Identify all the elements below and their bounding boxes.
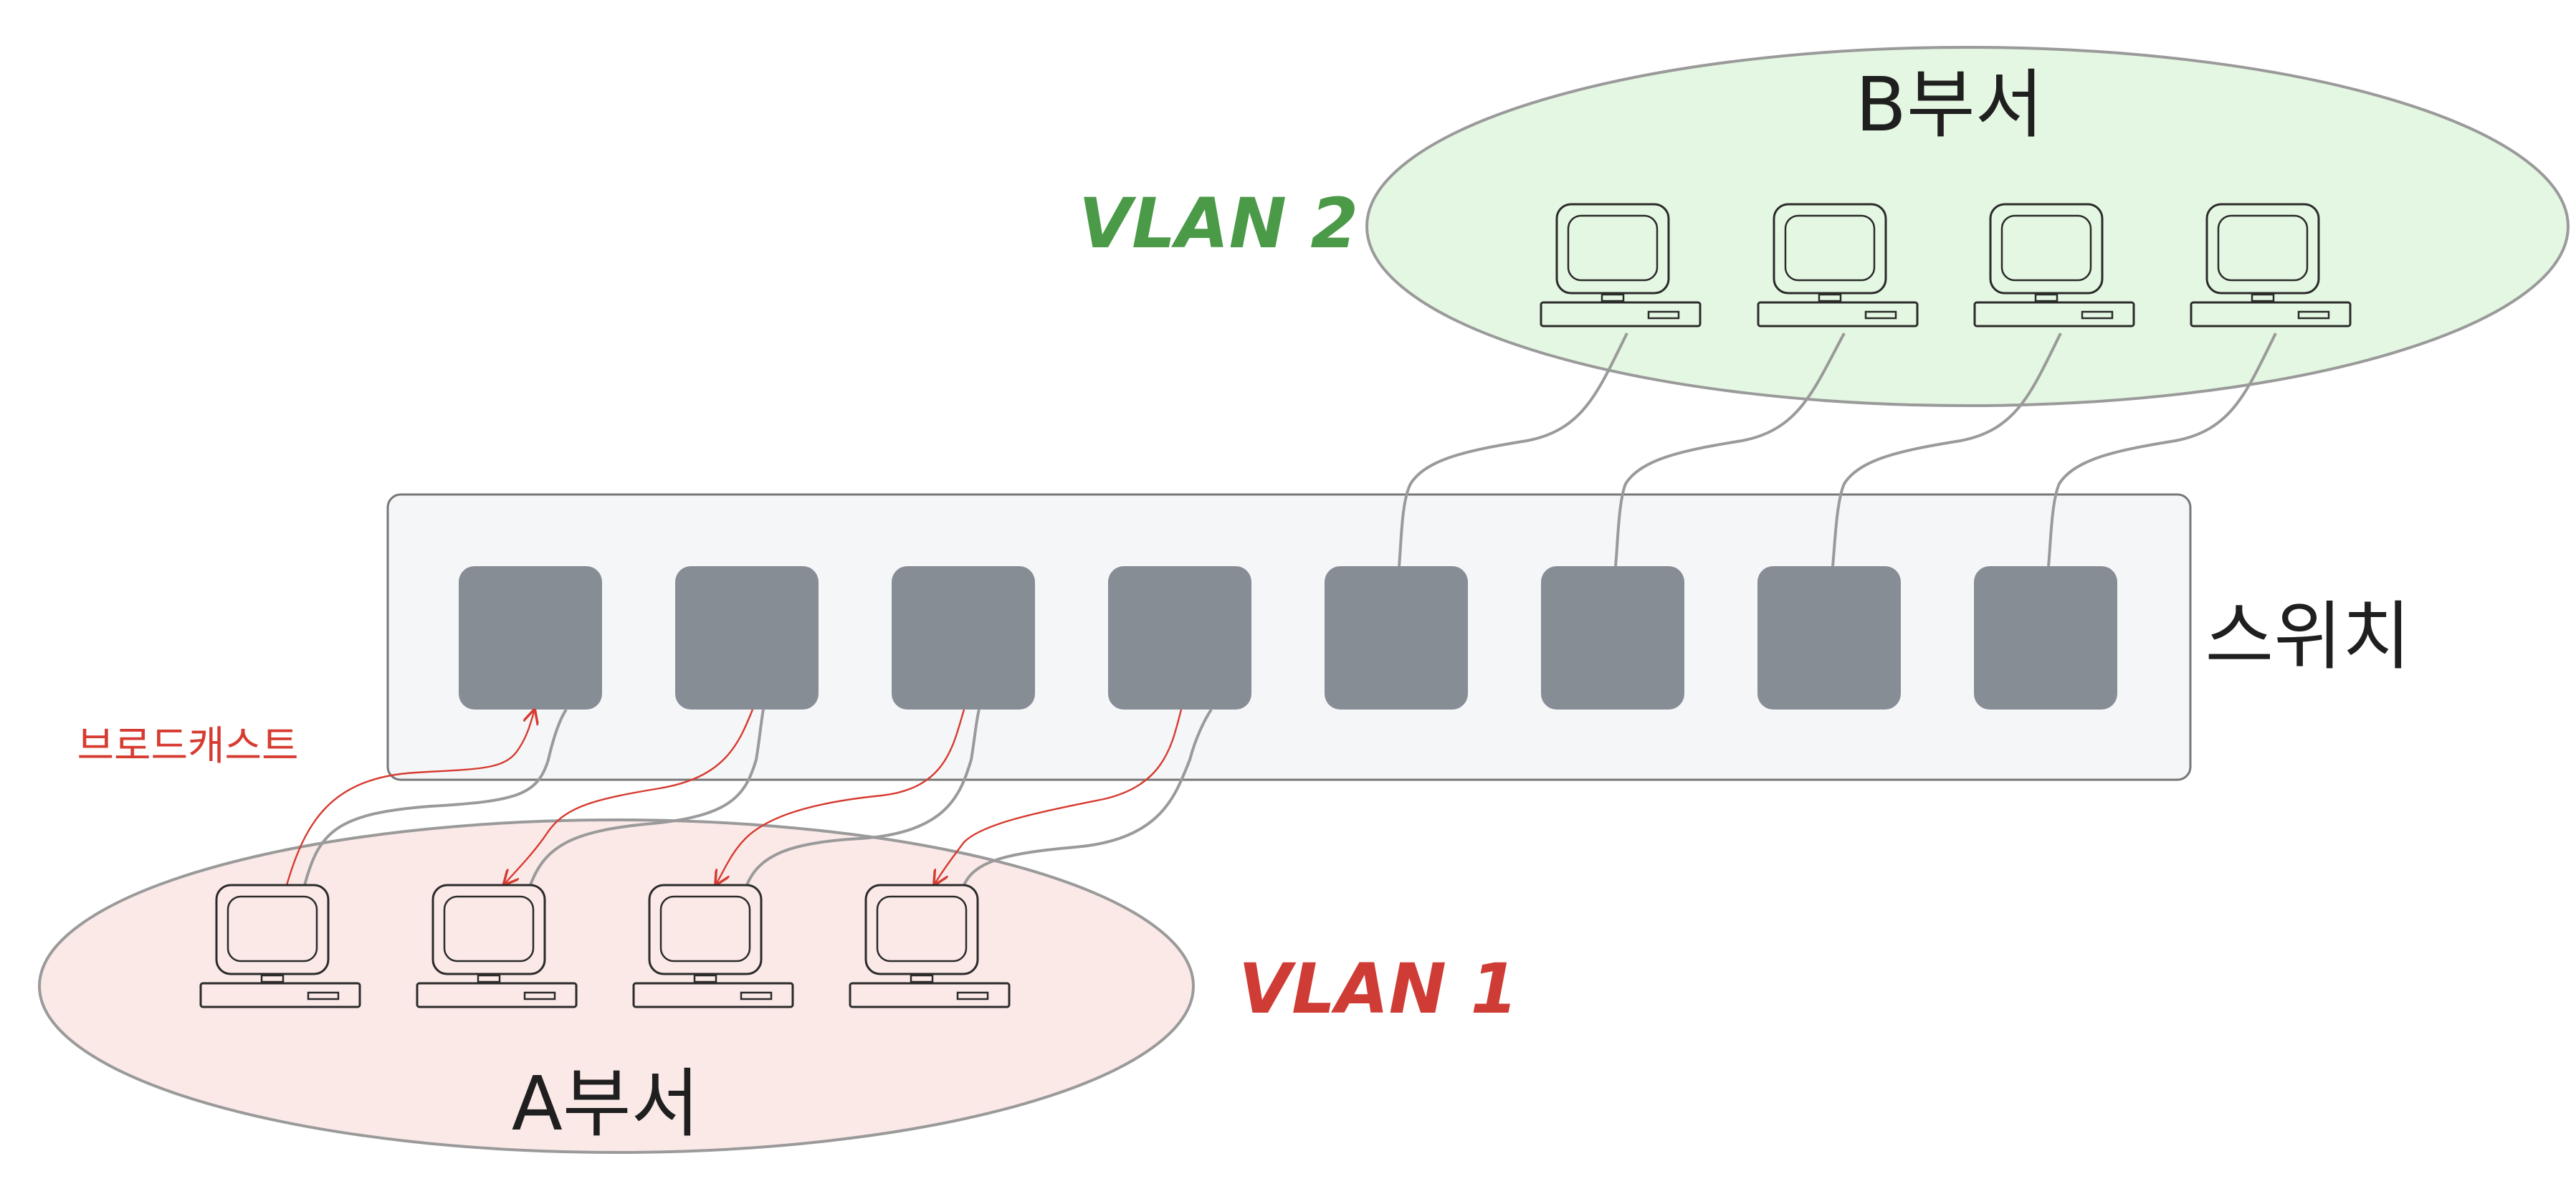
- switch-port-8: [1974, 566, 2117, 710]
- broadcast-arrow: [935, 709, 1183, 883]
- broadcast-label: 브로드캐스트: [77, 723, 298, 770]
- broadcast-arrows: [285, 709, 1183, 886]
- switch-port-2: [675, 566, 819, 710]
- cable: [1614, 333, 1846, 567]
- group-b-area: [1365, 46, 2570, 407]
- broadcast-arrow: [717, 709, 965, 883]
- broadcast-arrow: [285, 712, 534, 886]
- cable: [303, 708, 568, 886]
- switch-port-6: [1541, 566, 1684, 710]
- cable: [2047, 333, 2277, 567]
- switch-port-5: [1325, 566, 1468, 710]
- cable: [529, 709, 765, 886]
- group-b-title: B부서: [1856, 61, 2044, 148]
- switch-body: [386, 493, 2192, 781]
- switch-port-7: [1757, 566, 1901, 710]
- switch-port-4: [1108, 566, 1251, 710]
- vlan-2-label: VLAN 2: [1079, 183, 1358, 264]
- broadcast-arrow: [505, 709, 754, 883]
- cable: [963, 708, 1213, 886]
- group-a-title: A부서: [512, 1060, 700, 1147]
- cable: [1398, 333, 1628, 567]
- cable: [745, 709, 981, 886]
- vlan-1-label: VLAN 1: [1239, 949, 1518, 1029]
- cable: [1831, 333, 2062, 567]
- cables-vlan-2: [1398, 333, 2277, 567]
- switch-port-3: [892, 566, 1035, 710]
- switch-label: 스위치: [2205, 593, 2410, 680]
- switch-port-1: [459, 566, 602, 710]
- cables-vlan-1: [303, 708, 1213, 886]
